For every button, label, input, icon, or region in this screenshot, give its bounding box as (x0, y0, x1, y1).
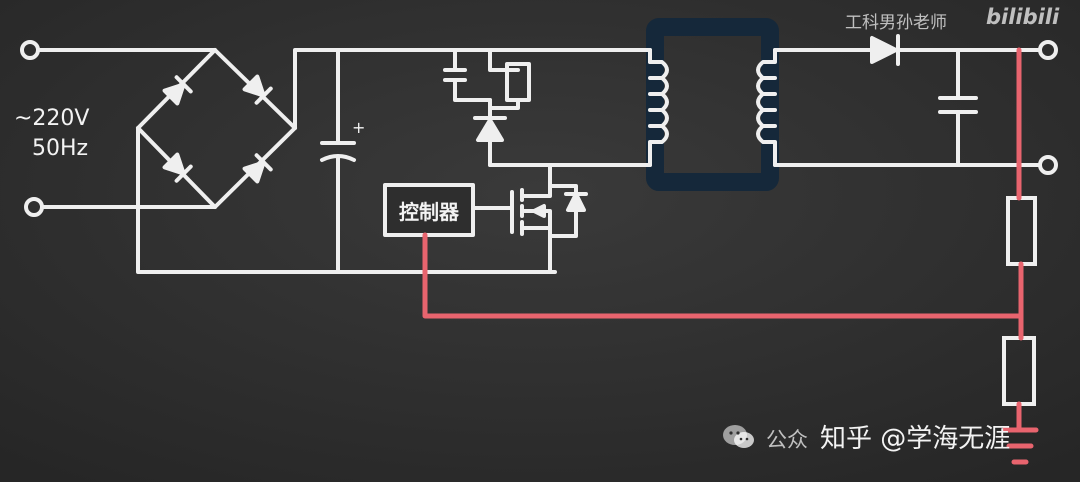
bridge-rectifier (136, 48, 297, 209)
transformer-core (646, 18, 779, 191)
dc-negative-rail (136, 126, 557, 274)
secondary-winding (756, 48, 777, 167)
bridge-diode-1 (162, 75, 193, 106)
bridge-diode-3 (162, 152, 193, 183)
input-terminal-top (20, 40, 40, 60)
primary-winding (648, 60, 669, 167)
input-terminal-bottom (24, 197, 44, 217)
output-diode (773, 34, 1042, 66)
bridge-diode-2 (242, 74, 273, 105)
author-watermark: 工科男孙老师 (845, 13, 947, 33)
input-voltage-label: ~220V (14, 106, 90, 131)
snubber-network (443, 48, 531, 167)
controller-label: 控制器 (399, 200, 459, 224)
bulk-capacitor (320, 48, 356, 274)
controller-box (383, 183, 475, 237)
wechat-icon (722, 424, 756, 450)
bilibili-logo: bilibili (986, 5, 1060, 29)
capacitor-polarity-mark: + (352, 118, 366, 137)
bridge-diode-4 (242, 153, 273, 184)
mosfet-switch (510, 163, 588, 274)
zhihu-watermark: 知乎 @学海无涯 (820, 424, 1011, 454)
output-terminal-negative (1038, 155, 1058, 175)
output-terminal-positive (1038, 40, 1058, 60)
dc-positive-rail (293, 48, 652, 130)
output-capacitor (938, 48, 978, 167)
wechat-watermark-text: 公众 (766, 428, 808, 452)
feedback-path (422, 47, 1039, 465)
input-frequency-label: 50Hz (32, 136, 89, 161)
